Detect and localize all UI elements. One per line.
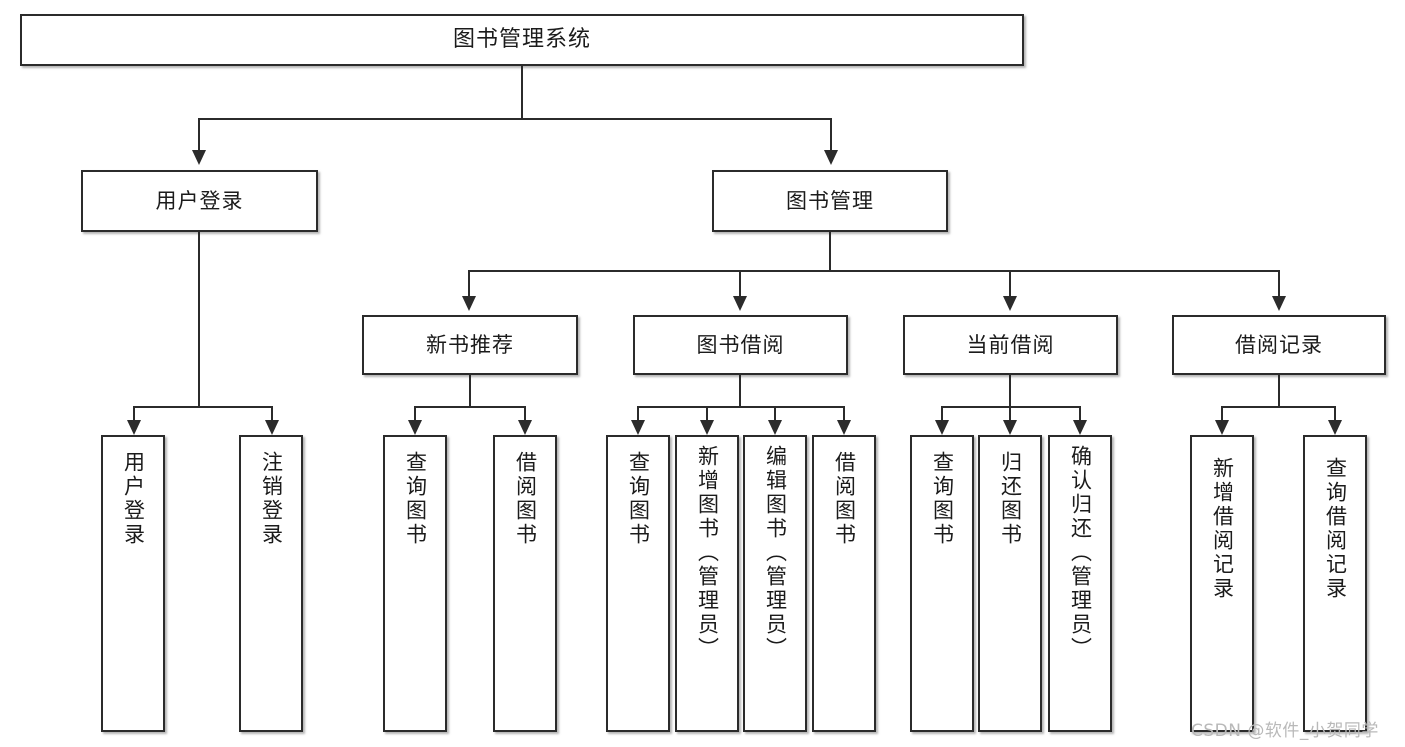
node-label: 查询图书 — [930, 451, 955, 547]
connector-drop-leaf-query-record — [1334, 406, 1336, 422]
connector-level2-bus — [198, 118, 832, 120]
node-leaf-confirm-return[interactable]: 确认归还（管理员） — [1048, 435, 1112, 732]
arrowhead-leaf-query-record — [1328, 420, 1342, 435]
connector-borrow-record-stem — [1278, 375, 1280, 406]
node-label: 用户登录 — [155, 188, 244, 213]
node-label: 借阅图书 — [513, 451, 538, 547]
node-label: 当前借阅 — [966, 332, 1055, 357]
arrowhead-book-borrow — [733, 296, 747, 311]
node-label: 查询图书 — [403, 451, 428, 547]
arrowhead-leaf-borrow-book-1 — [518, 420, 532, 435]
connector-user-login-bus — [133, 406, 273, 408]
node-leaf-add-record[interactable]: 新增借阅记录 — [1190, 435, 1254, 732]
connector-new-book-recommend-stem — [469, 375, 471, 406]
connector-drop-leaf-logout-login — [271, 406, 273, 422]
node-root-library-system[interactable]: 图书管理系统 — [20, 14, 1024, 66]
arrowhead-user-login — [192, 150, 206, 165]
connector-drop-leaf-user-login — [133, 406, 135, 422]
node-leaf-return-book[interactable]: 归还图书 — [978, 435, 1042, 732]
arrowhead-book-manage — [824, 150, 838, 165]
node-leaf-borrow-book-2[interactable]: 借阅图书 — [812, 435, 876, 732]
node-current-borrow[interactable]: 当前借阅 — [903, 315, 1118, 375]
connector-drop-leaf-edit-book — [774, 406, 776, 422]
connector-drop-book-borrow — [739, 270, 741, 298]
node-label: 新增借阅记录 — [1210, 457, 1235, 601]
connector-book-borrow-bus — [637, 406, 845, 408]
connector-drop-leaf-borrow-book-1 — [524, 406, 526, 422]
arrowhead-leaf-edit-book — [768, 420, 782, 435]
node-label: 图书管理 — [786, 188, 874, 213]
connector-drop-leaf-borrow-book-2 — [843, 406, 845, 422]
connector-user-login-stem — [198, 232, 200, 406]
node-leaf-query-book-1[interactable]: 查询图书 — [383, 435, 447, 732]
arrowhead-leaf-query-book-3 — [935, 420, 949, 435]
node-label: 新书推荐 — [426, 332, 514, 357]
node-label: 图书借阅 — [696, 332, 785, 357]
connector-drop-current-borrow — [1009, 270, 1011, 298]
arrowhead-new-book-recommend — [462, 296, 476, 311]
node-leaf-logout-login[interactable]: 注销登录 — [239, 435, 303, 732]
node-label: 注销登录 — [259, 451, 284, 547]
node-label: 图书管理系统 — [452, 27, 591, 53]
node-leaf-query-record[interactable]: 查询借阅记录 — [1303, 435, 1367, 732]
node-label: 归还图书 — [998, 451, 1023, 547]
node-label: 查询图书 — [626, 451, 651, 547]
connector-root-stem — [521, 66, 523, 118]
node-user-login[interactable]: 用户登录 — [81, 170, 318, 232]
node-label: 编辑图书（管理员） — [763, 445, 788, 661]
node-book-borrow[interactable]: 图书借阅 — [633, 315, 848, 375]
arrowhead-leaf-add-record — [1215, 420, 1229, 435]
node-new-book-recommend[interactable]: 新书推荐 — [362, 315, 578, 375]
node-leaf-edit-book[interactable]: 编辑图书（管理员） — [743, 435, 807, 732]
connector-borrow-record-bus — [1221, 406, 1336, 408]
connector-drop-new-book-recommend — [468, 270, 470, 298]
connector-drop-book-manage — [830, 118, 832, 152]
connector-drop-borrow-record — [1278, 270, 1280, 298]
connector-drop-leaf-query-book-2 — [637, 406, 639, 422]
node-label: 查询借阅记录 — [1323, 457, 1348, 601]
arrowhead-leaf-query-book-2 — [631, 420, 645, 435]
connector-drop-leaf-return-book — [1009, 406, 1011, 422]
connector-drop-leaf-add-record — [1221, 406, 1223, 422]
node-book-manage[interactable]: 图书管理 — [712, 170, 948, 232]
node-leaf-add-book[interactable]: 新增图书（管理员） — [675, 435, 739, 732]
node-label: 借阅图书 — [832, 451, 857, 547]
connector-current-borrow-stem — [1009, 375, 1011, 406]
node-leaf-query-book-2[interactable]: 查询图书 — [606, 435, 670, 732]
arrowhead-leaf-add-book — [700, 420, 714, 435]
connector-drop-leaf-query-book-3 — [941, 406, 943, 422]
connector-level3-bus — [468, 270, 1280, 272]
arrowhead-leaf-query-book-1 — [408, 420, 422, 435]
connector-drop-leaf-query-book-1 — [414, 406, 416, 422]
node-label: 借阅记录 — [1235, 332, 1323, 357]
arrowhead-leaf-user-login — [127, 420, 141, 435]
arrowhead-borrow-record — [1272, 296, 1286, 311]
connector-drop-leaf-confirm-return — [1079, 406, 1081, 422]
node-borrow-record[interactable]: 借阅记录 — [1172, 315, 1386, 375]
connector-drop-leaf-add-book — [706, 406, 708, 422]
node-leaf-borrow-book-1[interactable]: 借阅图书 — [493, 435, 557, 732]
connector-new-book-recommend-bus — [414, 406, 526, 408]
connector-current-borrow-bus — [941, 406, 1081, 408]
node-leaf-user-login[interactable]: 用户登录 — [101, 435, 165, 732]
node-label: 用户登录 — [121, 451, 146, 547]
arrowhead-leaf-logout-login — [265, 420, 279, 435]
connector-drop-user-login — [198, 118, 200, 152]
arrowhead-leaf-confirm-return — [1073, 420, 1087, 435]
arrowhead-current-borrow — [1003, 296, 1017, 311]
arrowhead-leaf-borrow-book-2 — [837, 420, 851, 435]
node-label: 确认归还（管理员） — [1068, 445, 1093, 661]
connector-book-manage-stem — [829, 232, 831, 270]
node-leaf-query-book-3[interactable]: 查询图书 — [910, 435, 974, 732]
node-label: 新增图书（管理员） — [695, 445, 720, 661]
connector-book-borrow-stem — [739, 375, 741, 406]
arrowhead-leaf-return-book — [1003, 420, 1017, 435]
